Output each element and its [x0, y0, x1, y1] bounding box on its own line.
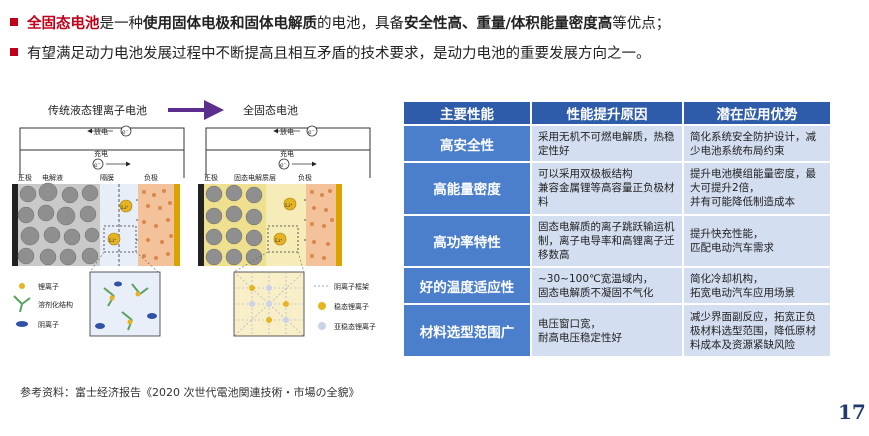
advantage-cell: 简化冷却机构， 拓宽电动汽车应用场景: [684, 268, 830, 304]
table-row: 材料选型范围广 电压窗口宽， 耐高电压稳定性好 减少界面副反应，拓宽正负极材料选…: [404, 305, 830, 356]
electron-icon: e⁻: [122, 129, 129, 136]
bullet-1-p3: 的电池，具备: [317, 16, 404, 32]
reason-cell: 电压窗口宽， 耐高电压稳定性好: [532, 305, 682, 356]
bullet-1: 全固态电池是一种使用固体电极和固体电解质的电池，具备安全性高、重量/体积能量密度…: [10, 14, 670, 34]
legend-li-ion: 锂离子: [38, 282, 59, 291]
header-reason: 性能提升原因: [532, 102, 682, 124]
label-positive-left: 正极: [18, 173, 32, 182]
bullet-1-p2: 使用固体电极和固体电解质: [143, 16, 317, 32]
reason-cell: 采用无机不可燃电解质，热稳定性好: [532, 126, 682, 162]
header-advantage: 潜在应用优势: [684, 102, 830, 124]
bullet-marker-icon: [10, 18, 18, 26]
reference-note: 参考资料：富士经济报告《2020 次世代電池関連技術・市場の全貌》: [20, 386, 360, 399]
battery-comparison-diagram: 传统液态锂离子电池 全固态电池 放电 e⁻ 充电 e⁻ 正极 电解液 隔膜 负极…: [12, 100, 376, 337]
electron-icon: e⁻: [94, 162, 101, 169]
header-performance: 主要性能: [404, 102, 530, 124]
table-header-row: 主要性能 性能提升原因 潜在应用优势: [404, 102, 830, 124]
legend-anion-framework: 阴离子框架: [334, 282, 369, 291]
perf-cell: 高能量密度: [404, 163, 530, 214]
perf-cell: 材料选型范围广: [404, 305, 530, 356]
advantage-cell: 减少界面副反应，拓宽正负极材料选型范围，降低原材料成本及资源紧缺风险: [684, 305, 830, 356]
legend-solvation: 溶剂化结构: [38, 300, 73, 309]
advantage-cell: 提升电池模组能量密度，最大可提升2倍， 并有可能降低制造成本: [684, 163, 830, 214]
label-negative-right: 负极: [298, 173, 312, 182]
bullet-2: 有望满足动力电池发展过程中不断提高且相互矛盾的技术要求，是动力电池的重要发展方向…: [10, 44, 651, 64]
table-row: 高安全性 采用无机不可燃电解质，热稳定性好 简化系统安全防护设计，减少电池系统布…: [404, 126, 830, 162]
perf-cell: 好的温度适应性: [404, 268, 530, 304]
table-row: 好的温度适应性 ~30~100℃宽温域内， 固态电解质不凝固不气化 简化冷却机构…: [404, 268, 830, 304]
bullet-2-p0: 有望满足动力电池发展过程中不断提高且相互矛盾的技术要求，是动力电池的重要发展方向…: [27, 46, 651, 62]
bullet-1-p4: 安全性高、重量/体积能量密度高: [404, 16, 613, 32]
electron-icon: e⁻: [280, 162, 287, 169]
label-electrolyte-left: 电解液: [42, 173, 63, 182]
performance-table: 主要性能 性能提升原因 潜在应用优势 高安全性 采用无机不可燃电解质，热稳定性好…: [402, 100, 832, 358]
page-number: 17: [838, 400, 866, 424]
perf-cell: 高安全性: [404, 126, 530, 162]
electron-icon: e⁻: [308, 129, 315, 136]
reason-cell: ~30~100℃宽温域内， 固态电解质不凝固不气化: [532, 268, 682, 304]
legend-metastable-li-ion: 亚稳态锂离子: [334, 322, 376, 331]
perf-cell: 高功率特性: [404, 215, 530, 267]
title-liquid-battery: 传统液态锂离子电池: [48, 103, 147, 117]
bullet-1-p0: 全固态电池: [27, 16, 100, 32]
li-ion-icon: Li⁺: [275, 238, 283, 244]
discharge-label-right: 放电: [280, 127, 294, 136]
legend-stable-li-ion: 稳态锂离子: [334, 302, 369, 311]
bullet-1-p5: 等优点；: [612, 16, 671, 32]
bullet-1-p1: 是一种: [99, 16, 144, 32]
li-ion-icon: Li⁺: [109, 238, 117, 244]
label-separator-left: 隔膜: [100, 173, 114, 182]
reason-cell: 固态电解质的离子跳跃输运机制，离子电导率和高锂离子迁移数高: [532, 215, 682, 267]
advantage-cell: 简化系统安全防护设计，减少电池系统布局约束: [684, 126, 830, 162]
table-row: 高能量密度 可以采用双极板结构 兼容金属锂等高容量正负极材料 提升电池模组能量密…: [404, 163, 830, 214]
li-ion-icon: Li⁺: [285, 203, 293, 209]
reason-cell: 可以采用双极板结构 兼容金属锂等高容量正负极材料: [532, 163, 682, 214]
label-solid-electrolyte: 固态电解质层: [234, 173, 276, 182]
charge-label-right: 充电: [280, 149, 294, 158]
advantage-cell: 提升快充性能， 匹配电动汽车需求: [684, 215, 830, 267]
label-negative-left: 负极: [144, 173, 158, 182]
charge-label-left: 充电: [94, 149, 108, 158]
title-solid-battery: 全固态电池: [243, 103, 298, 117]
discharge-label-left: 放电: [94, 127, 108, 136]
legend-anion-left: 阴离子: [38, 320, 59, 329]
table-row: 高功率特性 固态电解质的离子跳跃输运机制，离子电导率和高锂离子迁移数高 提升快充…: [404, 215, 830, 267]
li-ion-icon: Li⁺: [121, 205, 129, 211]
bullet-marker-icon: [10, 48, 18, 56]
label-positive-right: 正极: [204, 173, 218, 182]
